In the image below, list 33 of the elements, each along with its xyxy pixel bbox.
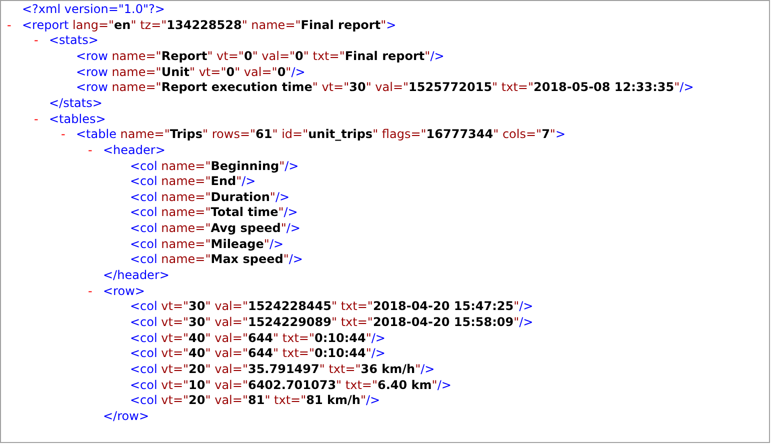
xml-line: <col vt="20" val="35.791497" txt="36 km/h"/> [130,362,435,377]
xml-line: <row name="Unit" vt="0" val="0"/> [76,64,306,80]
xml-line: <row name="Report execution time" vt="30" val="1525772015" txt="2018-05-08 12:33:35"/> [76,80,694,96]
xml-line: <col name="Max speed"/> [130,252,303,268]
collapse-toggle: - [88,284,92,299]
collapse-toggle: - [34,33,38,48]
xml-line: <row name="Report" vt="0" val="0" txt="Final report"/> [76,48,444,64]
xml-line: <col vt="30" val="1524228445" txt="2018-04-20 15:47:25"/> [130,299,534,314]
xml-line: <col name="Avg speed"/> [130,221,300,236]
collapse-toggle: - [88,142,92,158]
xml-line: <col vt="40" val="644" txt="0:10:44"/> [130,330,386,346]
xml-line: <row> [103,284,145,299]
xml-line: <header> [103,142,166,158]
xml-line: <col vt="40" val="644" txt="0:10:44"/> [130,346,386,362]
xml-line: <col name="Beginning"/> [130,158,299,174]
xml-line: <col name="Mileage"/> [130,236,284,252]
xml-line: <col vt="30" val="1524229089" txt="2018-04-20 15:58:09"/> [130,315,534,330]
collapse-toggle: - [34,112,38,127]
xml-line: <tables> [49,112,106,127]
xml-line: <?xml version="1.0"?> [22,2,165,17]
xml-line: <report lang="en" tz="134228528" name="Final report"> [22,18,396,33]
xml-line: </header> [103,268,170,284]
collapse-toggle: - [61,127,66,142]
xml-line: <col vt="20" val="81" txt="81 km/h"/> [130,393,380,408]
xml-line: <col name="End"/> [130,174,256,190]
xml-line: </row> [103,408,149,424]
xml-line: </stats> [49,96,102,111]
xml-line: <col name="Duration"/> [130,190,290,205]
xml-line: <col vt="10" val="6402.701073" txt="6.40 km"/> [130,378,452,393]
xml-line: <col name="Total time"/> [130,205,298,220]
collapse-toggle: - [7,18,12,33]
xml-line: <stats> [49,33,98,48]
xml-line: <table name="Trips" rows="61" id="unit_trips" flags="16777344" cols="7"> [76,127,566,142]
